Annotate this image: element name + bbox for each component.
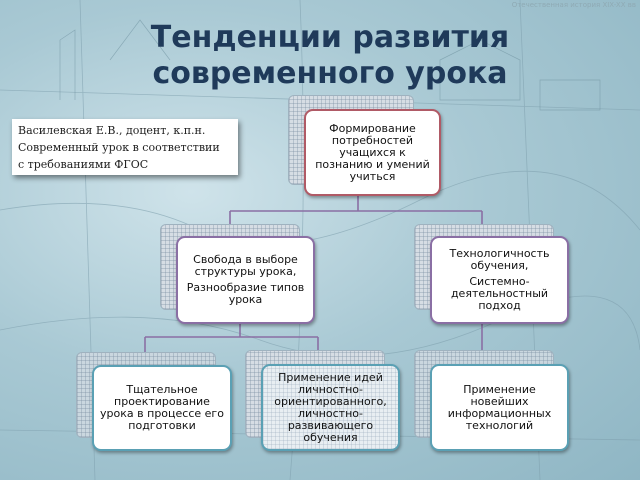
watermark-text: Отечественная история XIX-XX вв bbox=[511, 1, 636, 9]
bottom-right-node-text: Применение новейших информационных техно… bbox=[447, 382, 552, 432]
author-caption: Василевская Е.В., доцент, к.п.н. Совреме… bbox=[12, 119, 238, 175]
root-node: Формирование потребностей учащихся к поз… bbox=[304, 109, 441, 196]
author-line-3: с требованиями ФГОС bbox=[18, 158, 149, 171]
left-node-text-2: Разнообразие типов урока bbox=[186, 281, 305, 306]
right-node-text-2: Системно-деятельностный подход bbox=[450, 275, 549, 312]
left-node-text-1: Свобода в выборе структуры урока, bbox=[193, 253, 298, 278]
bottom-right-node: Применение новейших информационных техно… bbox=[430, 364, 569, 451]
bottom-left-node: Тщательное проектирование урока в процес… bbox=[92, 365, 232, 451]
bottom-left-node-text: Тщательное проектирование урока в процес… bbox=[100, 383, 224, 432]
page-title: Тенденции развития современного урока bbox=[100, 20, 560, 92]
author-line-2: Современный урок в соответствии bbox=[18, 141, 220, 154]
root-node-text: Формирование потребностей учащихся к поз… bbox=[315, 121, 430, 183]
right-node-text-1: Технологичность обучения, bbox=[449, 247, 550, 272]
bottom-center-node: Применение идей личностно-ориентированно… bbox=[261, 364, 400, 451]
title-line-1: Тенденции развития bbox=[150, 20, 510, 55]
right-node: Технологичность обучения, Системно-деяте… bbox=[430, 236, 569, 324]
bottom-center-node-text: Применение идей личностно-ориентированно… bbox=[274, 370, 387, 444]
author-line-1: Василевская Е.В., доцент, к.п.н. bbox=[18, 124, 206, 137]
left-node: Свобода в выборе структуры урока, Разноо… bbox=[176, 236, 315, 324]
title-line-2: современного урока bbox=[152, 56, 508, 91]
